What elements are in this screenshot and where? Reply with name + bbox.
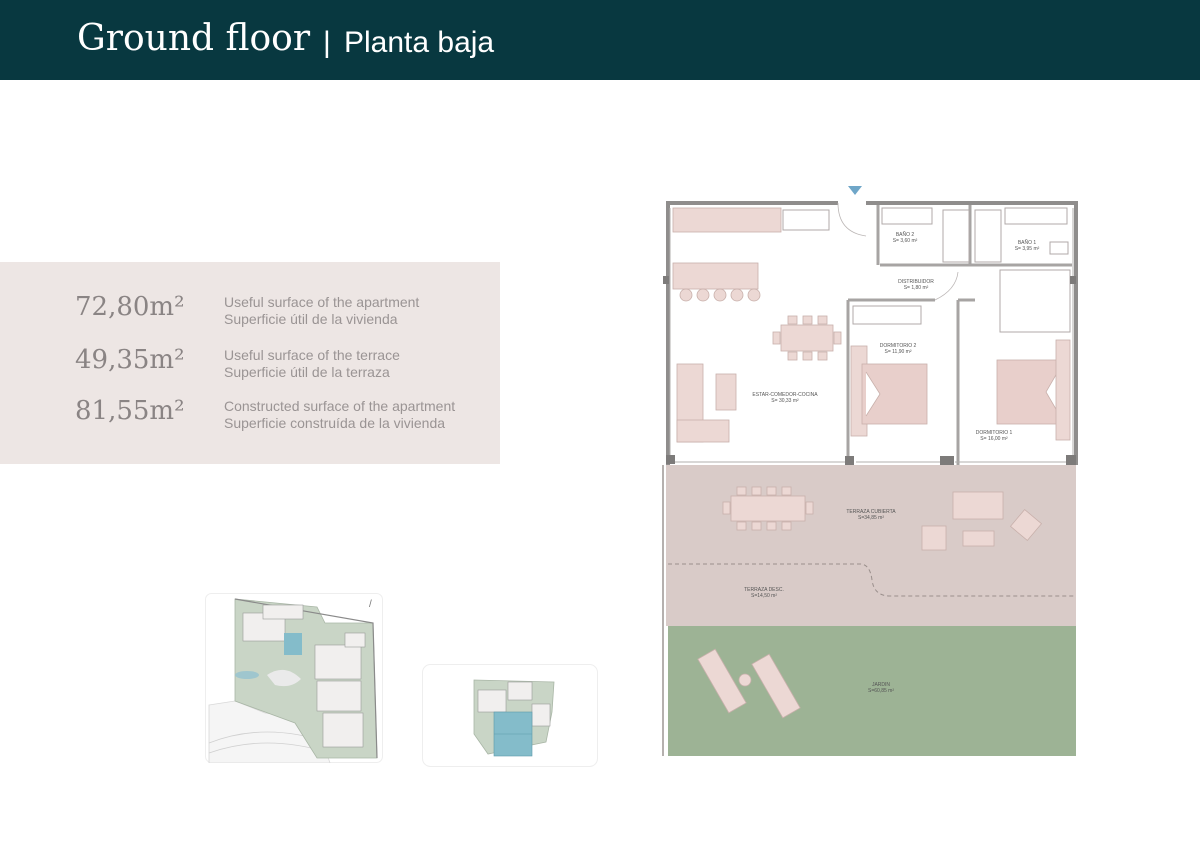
area-value: 81,55m²	[75, 396, 185, 426]
dining-set	[772, 315, 842, 361]
room-area-dormitorio1: S= 16,00 m²	[980, 436, 1008, 442]
room-area-jardin: S=60,85 m²	[868, 688, 894, 694]
structural-columns	[663, 276, 1076, 465]
terrace-dining-set	[722, 486, 814, 531]
terrace-boundary	[668, 563, 1076, 597]
kitchen-counter	[672, 207, 782, 302]
area-value: 72,80m²	[75, 292, 185, 322]
page-title: Ground floor	[77, 18, 311, 59]
room-area-distribuidor: S= 1,80 m²	[904, 285, 929, 291]
room-area-terraza-desc: S=14,50 m²	[751, 593, 777, 599]
room-label-jardin: JARDIN	[872, 682, 890, 688]
room-area-estar: S= 30,33 m²	[771, 398, 799, 404]
room-label-dormitorio1: DORMITORIO 1	[976, 430, 1013, 436]
terrace-area	[666, 465, 1076, 626]
block-key-map	[422, 664, 598, 767]
title-separator: |	[323, 26, 331, 59]
area-label-es: Superficie útil de la vivienda	[224, 311, 398, 327]
room-label-terraza-desc: TERRAZA DESC.	[744, 587, 784, 593]
room-label-distribuidor: DISTRIBUIDOR	[898, 279, 934, 285]
room-area-dormitorio2: S= 11,90 m²	[884, 349, 911, 355]
area-label-en: Constructed surface of the apartment	[224, 398, 456, 414]
bedroom-1-furniture	[996, 339, 1071, 441]
page-subtitle: Planta baja	[344, 26, 495, 59]
summary-row-apartment-constructed: 81,55m² Constructed surface of the apart…	[0, 396, 500, 446]
area-value: 49,35m²	[75, 345, 185, 375]
summary-row-apartment-useful: 72,80m² Useful surface of the apartment …	[0, 292, 500, 342]
window-frames	[668, 208, 1076, 463]
room-label-terraza-cubierta: TERRAZA CUBIERTA	[846, 509, 896, 515]
room-label-bano1: BAÑO 1	[1018, 239, 1037, 246]
site-plan-map: /	[205, 593, 383, 763]
kitchen-sink	[782, 209, 830, 231]
area-label-en: Useful surface of the terrace	[224, 347, 400, 363]
floor-plan: BAÑO 2 S= 3,60 m² BAÑO 1 S= 3,95 m² DIST…	[662, 186, 1078, 756]
north-arrow-icon: /	[369, 599, 372, 610]
page-header: Ground floor | Planta baja	[0, 0, 1200, 80]
room-area-bano1: S= 3,95 m²	[1015, 246, 1040, 252]
room-area-terraza-cubierta: S=34,85 m²	[858, 515, 884, 521]
summary-row-terrace-useful: 49,35m² Useful surface of the terrace Su…	[0, 345, 500, 395]
room-label-dormitorio2: DORMITORIO 2	[880, 343, 917, 349]
room-area-bano2: S= 3,60 m²	[893, 238, 918, 244]
interior-walls	[846, 205, 1072, 465]
entrance-arrow-icon	[848, 186, 862, 195]
room-label-bano2: BAÑO 2	[896, 231, 915, 238]
area-label-es: Superficie útil de la terraza	[224, 364, 390, 380]
living-sofa	[676, 363, 737, 443]
garden-loungers	[697, 648, 801, 719]
area-label-es: Superficie construída de la vivienda	[224, 415, 446, 431]
bathroom-fixtures	[881, 207, 1071, 333]
bedroom-2-furniture	[850, 305, 928, 437]
area-label-en: Useful surface of the apartment	[224, 294, 420, 310]
terrace-lounge-set	[921, 491, 1043, 551]
surface-summary: 72,80m² Useful surface of the apartment …	[0, 262, 500, 464]
room-label-estar: ESTAR-COMEDOR-COCINA	[752, 392, 818, 398]
exterior-walls	[666, 201, 1078, 465]
